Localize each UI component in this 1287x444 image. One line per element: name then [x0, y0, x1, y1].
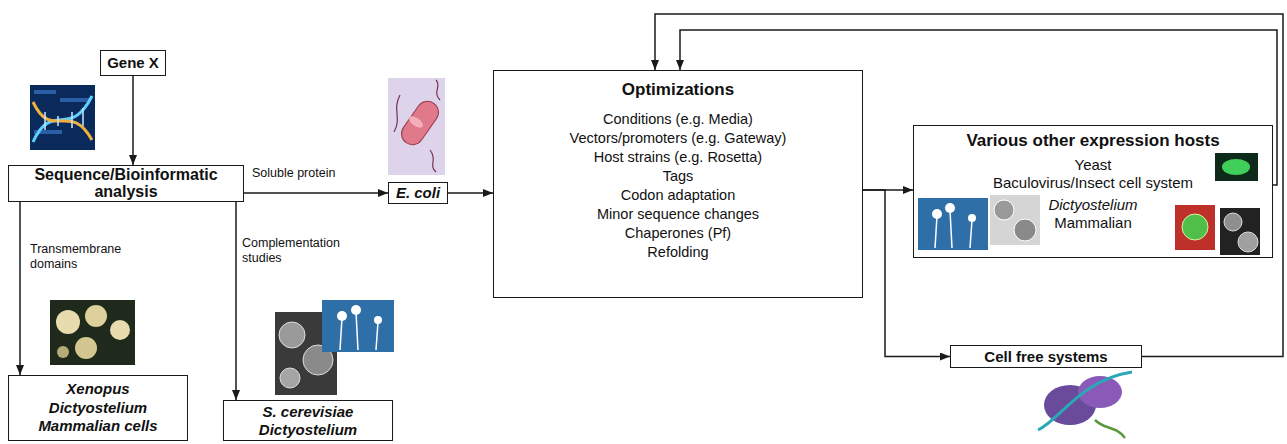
box-text: Tags: [502, 167, 854, 186]
yeast-cell: [1014, 219, 1036, 241]
insect-cell-picture: [1215, 153, 1258, 181]
bacterium-highlight: [407, 114, 425, 130]
box-text: Refolding: [502, 243, 854, 262]
mrna-strand: [1038, 372, 1132, 430]
box-text: Vectors/promoters (e.g. Gateway): [502, 129, 854, 148]
ecoli-picture: [388, 78, 445, 175]
fruiting-body: [945, 203, 955, 213]
box-text: Cell free systems: [955, 348, 1137, 366]
mammalian-cell: [1182, 214, 1208, 240]
dictyostelium-picture: [918, 198, 988, 250]
edge-label: Complementation studies: [240, 236, 356, 266]
egg: [85, 305, 107, 327]
box-text: Dictyostelium: [228, 421, 388, 439]
dna-rung: [45, 108, 83, 130]
box-text: Yeast: [922, 156, 1264, 174]
connector-arrow: [132, 76, 134, 165]
box-text: Gene X: [105, 54, 161, 72]
box-text: Mammalian: [922, 214, 1264, 232]
fruiting-body: [932, 209, 942, 219]
connector-arrow: [448, 192, 493, 194]
insect-cell: [1222, 159, 1250, 175]
host-box: S. cerevisiaeDictyostelium: [223, 400, 393, 441]
edge-label: Transmembrane domains: [28, 242, 132, 272]
box-text: E. coli: [392, 184, 444, 202]
cell: [1224, 213, 1242, 231]
cell: [1238, 232, 1258, 252]
dna-strand: [33, 96, 92, 142]
box-text: Mammalian cells: [13, 417, 183, 436]
box-text: Baculovirus/Insect cell system: [922, 174, 1264, 192]
connector-arrow: [244, 192, 388, 194]
dictyostelium-picture: [322, 300, 394, 352]
yeast-cell: [280, 368, 300, 388]
peptide-chain: [1095, 420, 1125, 438]
analysis-box: Sequence/Bioinformatic analysis: [8, 165, 244, 202]
egg: [110, 320, 130, 340]
yeast-cell: [279, 322, 305, 348]
egg: [75, 337, 97, 359]
bacterium: [397, 97, 443, 149]
host-box: XenopusDictyosteliumMammalian cells: [8, 375, 188, 441]
flagellum: [394, 80, 440, 172]
egg: [56, 310, 80, 334]
box-text: Minor sequence changes: [502, 205, 854, 224]
box-text: S. cerevisiae: [228, 403, 388, 421]
fruiting-body: [968, 214, 976, 222]
gene-box: Gene X: [100, 50, 166, 76]
dna-picture: [34, 90, 56, 94]
box-text: Conditions (e.g. Media): [502, 110, 854, 129]
yeast-cell: [994, 200, 1014, 220]
box-text: Chaperones (Pf): [502, 224, 854, 243]
box-text: Dictyostelium: [13, 399, 183, 418]
connector-arrow: [863, 190, 950, 357]
dna-picture: [60, 98, 90, 102]
dna-picture: [30, 85, 95, 150]
box-heading: Various other expression hosts: [922, 131, 1264, 151]
egg: [57, 346, 69, 358]
edge-label: Soluble protein: [250, 166, 337, 181]
yeast-picture: [990, 195, 1040, 245]
process-box: Cell free systems: [950, 345, 1142, 368]
fruiting-body: [337, 311, 347, 321]
hosts-box: Various other expression hostsYeastBacul…: [913, 125, 1273, 258]
fruiting-body: [374, 316, 382, 324]
box-text: Sequence/Bioinformatic analysis: [13, 166, 239, 201]
box-text: Codon adaptation: [502, 186, 854, 205]
cell-picture: [1220, 208, 1260, 255]
box-text: Xenopus: [13, 380, 183, 399]
dna-strand: [33, 102, 92, 140]
fruiting-body: [351, 305, 361, 315]
box-text: Dictyostelium: [922, 196, 1264, 214]
host-box: E. coli: [388, 182, 448, 204]
process-box: OptimizationsConditions (e.g. Media)Vect…: [493, 70, 863, 298]
box-text: Host strains (e.g. Rosetta): [502, 148, 854, 167]
connector-arrow: [19, 202, 21, 375]
xenopus-picture: [50, 300, 135, 365]
box-heading: Optimizations: [502, 79, 854, 101]
mammalian-cell-picture: [1175, 205, 1215, 250]
connector-arrow: [235, 202, 237, 400]
